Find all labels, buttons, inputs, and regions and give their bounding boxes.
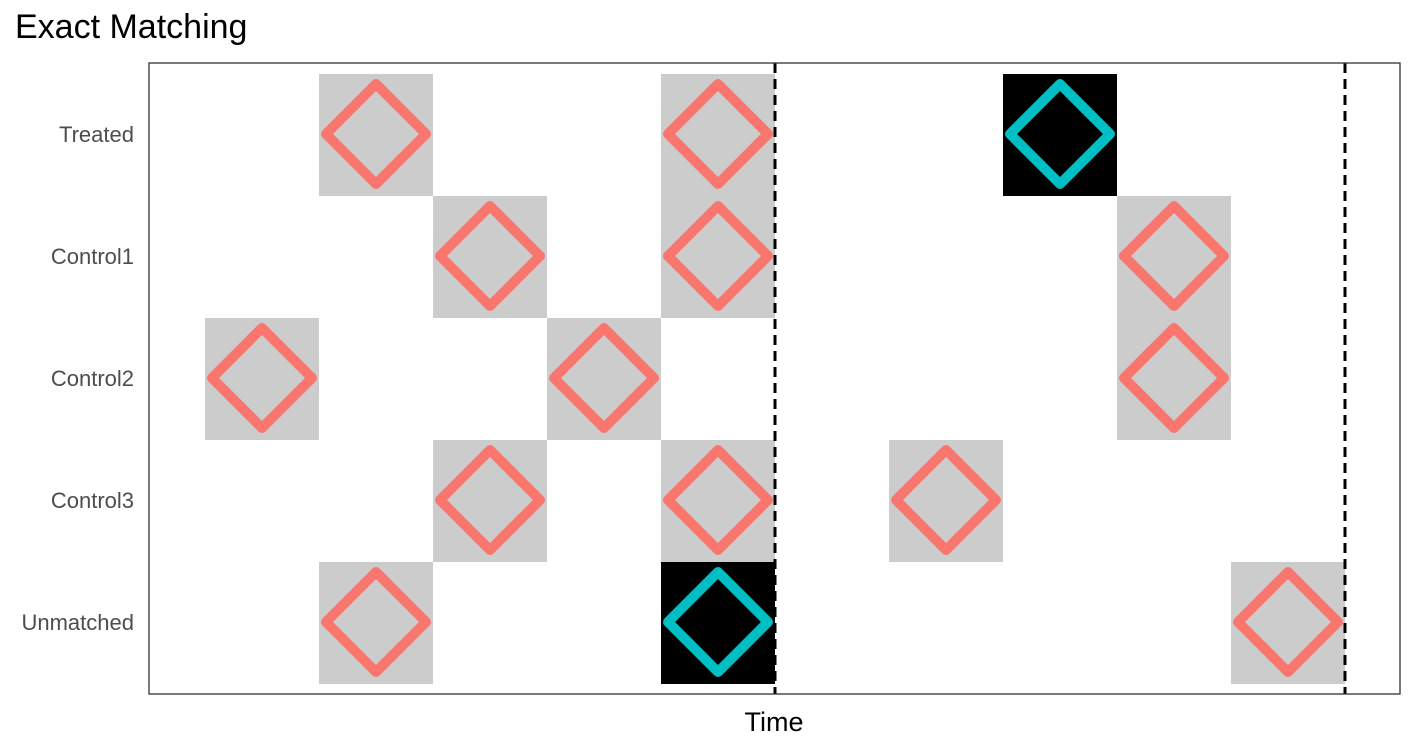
diamond-marker-treated-t8	[1005, 79, 1115, 189]
tile-layer	[205, 74, 1345, 684]
diamond-marker-treated-t5	[663, 79, 773, 189]
x-axis-label: Time	[745, 707, 804, 737]
diamond-marker-control2-t1	[207, 323, 317, 433]
reference-line-layer	[773, 63, 1347, 694]
tile-unmatched-t10	[1231, 562, 1345, 684]
diamond-marker-control1-t5	[663, 201, 773, 311]
diamond-marker-control3-t5	[663, 445, 773, 555]
y-label-control3: Control3	[51, 488, 134, 513]
diamond-marker-control1-t3	[435, 201, 545, 311]
tile-control2-t1	[205, 318, 319, 440]
diamond-marker-control2-t4	[549, 323, 659, 433]
tile-treated-t8	[1003, 74, 1117, 196]
tile-treated-t5	[661, 74, 775, 196]
diamond-marker-unmatched-t5	[663, 567, 773, 677]
y-label-unmatched: Unmatched	[21, 610, 134, 635]
y-label-control2: Control2	[51, 366, 134, 391]
panel-border	[148, 62, 1401, 695]
diamond-marker-control1-t9	[1119, 201, 1229, 311]
tile-control2-t4	[547, 318, 661, 440]
tile-control3-t5	[661, 440, 775, 562]
diamond-marker-control3-t3	[435, 445, 545, 555]
tile-treated-t2	[319, 74, 433, 196]
marker-layer	[207, 79, 1343, 677]
tile-control1-t3	[433, 196, 547, 318]
diamond-marker-control3-t7	[891, 445, 1001, 555]
tile-unmatched-t2	[319, 562, 433, 684]
tile-control3-t3	[433, 440, 547, 562]
tile-unmatched-t5	[661, 562, 775, 684]
tile-control1-t5	[661, 196, 775, 318]
diamond-marker-treated-t2	[321, 79, 431, 189]
y-label-control1: Control1	[51, 244, 134, 269]
tile-control3-t7	[889, 440, 1003, 562]
diamond-marker-control2-t9	[1119, 323, 1229, 433]
tile-control2-t9	[1117, 318, 1231, 440]
diamond-marker-unmatched-t2	[321, 567, 431, 677]
y-label-treated: Treated	[59, 122, 134, 147]
chart-title: Exact Matching	[15, 8, 248, 46]
tile-control1-t9	[1117, 196, 1231, 318]
diamond-marker-unmatched-t10	[1233, 567, 1343, 677]
